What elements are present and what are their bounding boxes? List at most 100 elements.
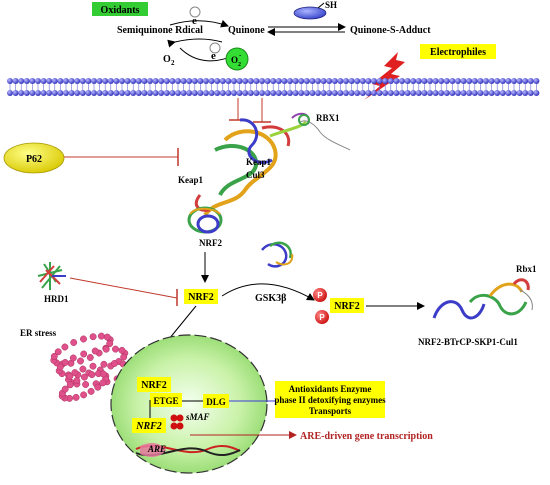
er-bead	[80, 373, 88, 381]
membrane-bead	[40, 78, 47, 84]
are-label: ARE	[147, 444, 166, 454]
rbx1-right-label: Rbx1	[516, 264, 537, 274]
membrane-bead	[348, 78, 355, 84]
membrane-bead	[443, 90, 450, 96]
oxidants-label: Oxidants	[101, 5, 140, 16]
er-bead	[94, 383, 102, 391]
membrane-bead	[264, 90, 271, 96]
membrane-bead	[169, 90, 176, 96]
membrane-bead	[365, 90, 372, 96]
membrane-bead	[197, 90, 204, 96]
membrane-bead	[91, 90, 97, 96]
membrane-bead	[494, 90, 501, 96]
phospho-label-2: P	[319, 313, 325, 322]
membrane-bead	[63, 78, 69, 84]
membrane-bead	[7, 78, 13, 84]
membrane-bead	[337, 90, 344, 96]
membrane-bead	[68, 90, 75, 96]
o2-cycle-arrow	[167, 38, 223, 48]
er-bead	[54, 348, 62, 356]
er-bead	[61, 359, 69, 366]
rbx1-structure-ring	[298, 114, 310, 126]
membrane-bead	[208, 78, 215, 84]
membrane-bead	[399, 78, 405, 84]
phospho-label-1: P	[317, 291, 323, 300]
nrf2-italic-box	[132, 418, 166, 433]
membrane-bead	[23, 78, 30, 84]
membrane-bead	[432, 90, 439, 96]
er-bead	[87, 387, 95, 395]
membrane-bead	[365, 78, 372, 84]
gsk3b-helix-blue	[261, 242, 288, 268]
o2-label: O	[163, 54, 171, 65]
keap1-cul3-complex: RBX1 Keap1 Keap1 Cul3 NRF2	[178, 112, 351, 248]
membrane-bead	[158, 78, 165, 84]
membrane-bead	[169, 78, 176, 84]
nrf2-complex-label: NRF2	[199, 238, 222, 248]
membrane-bead	[35, 78, 41, 84]
membrane-bead	[119, 78, 125, 84]
membrane-bead	[315, 78, 321, 84]
membrane-bead	[259, 90, 265, 96]
membrane-bead	[124, 78, 131, 84]
membrane-bead	[421, 90, 428, 96]
keap1-left-label: Keap1	[178, 175, 204, 185]
electrophiles-label: Electrophiles	[430, 47, 486, 58]
membrane-bead	[57, 78, 64, 84]
er-bead	[86, 354, 94, 361]
dlg-box	[203, 394, 229, 408]
membrane-bead	[242, 90, 249, 96]
gsk3b-helix-orange	[275, 253, 294, 266]
membrane-bead	[219, 78, 226, 84]
er-bead	[118, 346, 126, 354]
membrane-bead	[449, 90, 456, 96]
membrane-bead	[158, 90, 165, 96]
membrane-bead	[74, 90, 81, 96]
membrane-bead	[18, 90, 25, 96]
etge-box	[150, 393, 182, 407]
rbx1-tail	[299, 120, 351, 151]
membrane-bead	[124, 90, 131, 96]
membrane-bead	[79, 90, 86, 96]
membrane-bead	[191, 78, 198, 84]
enzymes-line1: Antioxidants Enzyme	[289, 384, 372, 394]
membrane-bead	[331, 78, 338, 84]
membrane-bead	[359, 78, 366, 84]
er-bead	[97, 332, 105, 340]
nrf2-center-box	[184, 289, 218, 304]
membrane-bead	[315, 90, 321, 96]
membrane-bead	[23, 90, 30, 96]
er-bead	[106, 340, 114, 348]
smaf-icon	[170, 414, 184, 430]
membrane-bead	[203, 78, 209, 84]
keap1-helix-green	[214, 144, 259, 197]
membrane-bead	[466, 78, 473, 84]
er-bead	[77, 357, 84, 365]
membrane-bead	[488, 90, 495, 96]
smaf-dot-3	[170, 422, 178, 430]
er-bead	[112, 345, 119, 353]
membrane-bead	[516, 78, 523, 84]
electron-bottom-label: e	[211, 50, 216, 62]
btrcp-helix-blue	[432, 300, 486, 320]
smaf-dot-4	[176, 422, 184, 430]
membrane-bead	[427, 90, 433, 96]
redox-section: Oxidants Semiquinone Rdical Quinone Quin…	[92, 0, 496, 100]
btrcp-helix-orange	[488, 282, 524, 297]
nucleus	[110, 334, 268, 474]
membrane-bead	[477, 90, 484, 96]
keap1-helix-red	[194, 194, 211, 212]
membrane-bead	[85, 90, 92, 96]
keap1-helix-blue	[239, 118, 273, 164]
membrane-bead	[57, 90, 64, 96]
nrf2-phos-label: NRF2	[334, 301, 360, 312]
membrane-bead	[270, 78, 277, 84]
nrf2-center-label: NRF2	[188, 292, 214, 303]
membrane-bead	[253, 78, 260, 84]
er-bead	[120, 353, 128, 361]
sh-label: SH	[325, 0, 337, 10]
membrane-bead	[483, 90, 489, 96]
thiol-bond	[317, 2, 325, 9]
membrane-bead	[477, 78, 484, 84]
electron-icon-top	[189, 6, 201, 18]
